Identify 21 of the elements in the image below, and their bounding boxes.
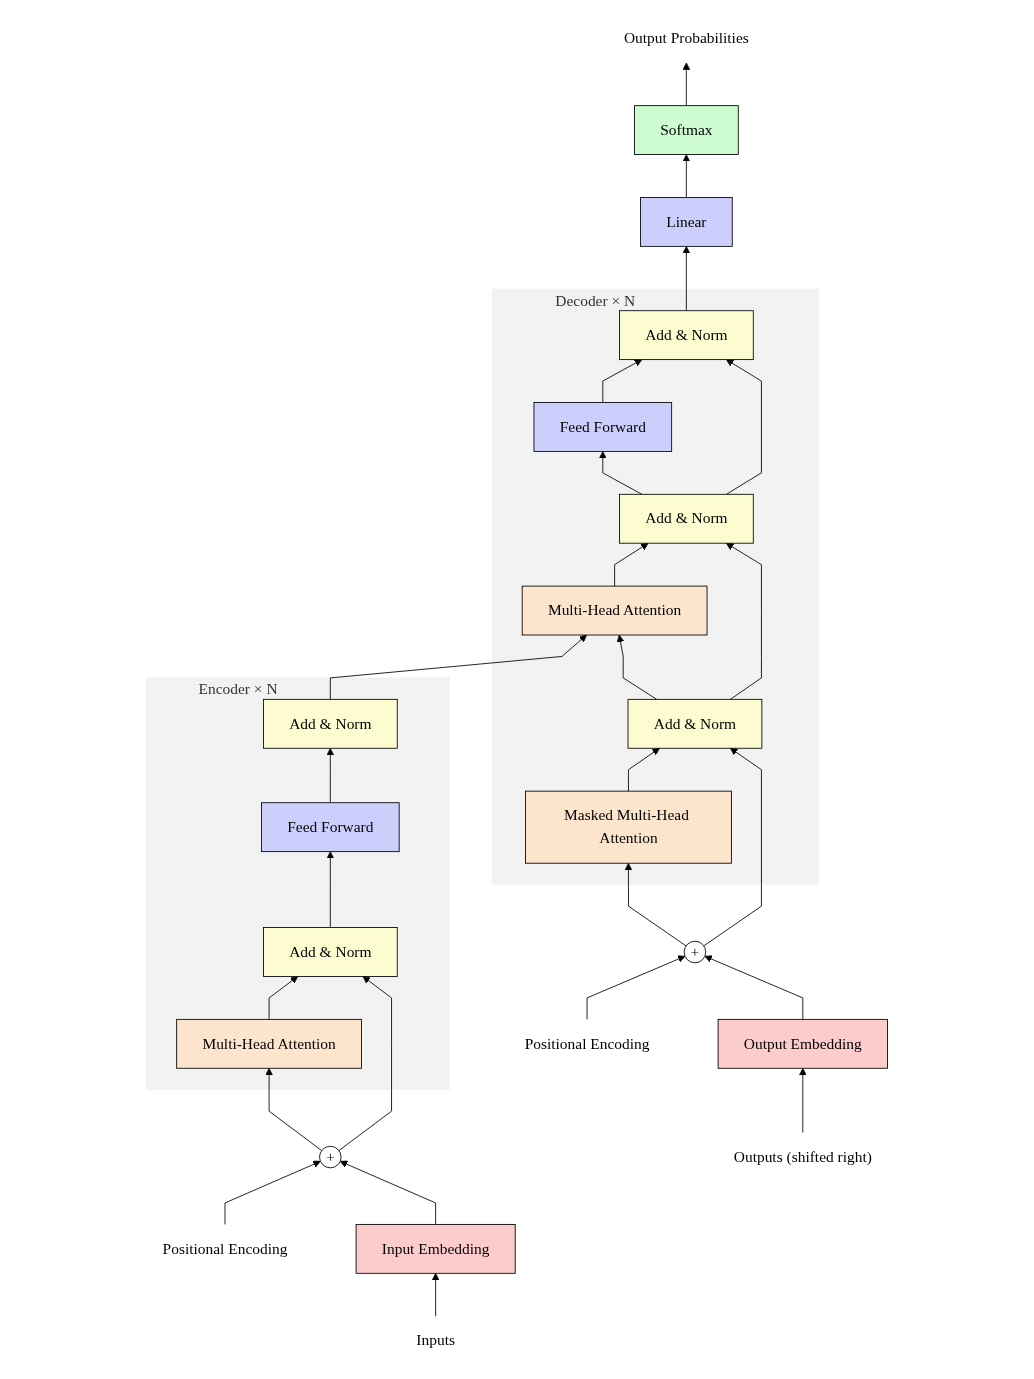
node-box: Softmax bbox=[633, 105, 739, 155]
node-box: Masked Multi-Head Attention bbox=[524, 790, 732, 864]
node-text: Positional Encoding bbox=[162, 1239, 288, 1258]
node-box: Add & Norm bbox=[618, 310, 754, 361]
node-text: Positional Encoding bbox=[524, 1034, 650, 1052]
node-box: Feed Forward bbox=[533, 402, 672, 452]
node-box: Output Embedding bbox=[717, 1018, 888, 1069]
node-box: Feed Forward bbox=[260, 802, 400, 853]
node-text: Output Probabilities bbox=[623, 29, 749, 47]
node-text: Outputs (shifted right) bbox=[733, 1148, 872, 1166]
node-box: Multi-Head Attention bbox=[176, 1018, 362, 1069]
node-box: Input Embedding bbox=[355, 1224, 516, 1274]
node-box: Add & Norm bbox=[262, 927, 398, 977]
node-text: Inputs bbox=[416, 1331, 455, 1349]
node-circle: + bbox=[683, 940, 706, 964]
node-circle: + bbox=[318, 1145, 342, 1169]
node-box: Linear bbox=[639, 197, 733, 247]
node-box: Add & Norm bbox=[627, 698, 763, 749]
node-box: Add & Norm bbox=[262, 698, 398, 749]
node-box: Multi-Head Attention bbox=[521, 585, 708, 636]
node-box: Add & Norm bbox=[618, 493, 754, 544]
